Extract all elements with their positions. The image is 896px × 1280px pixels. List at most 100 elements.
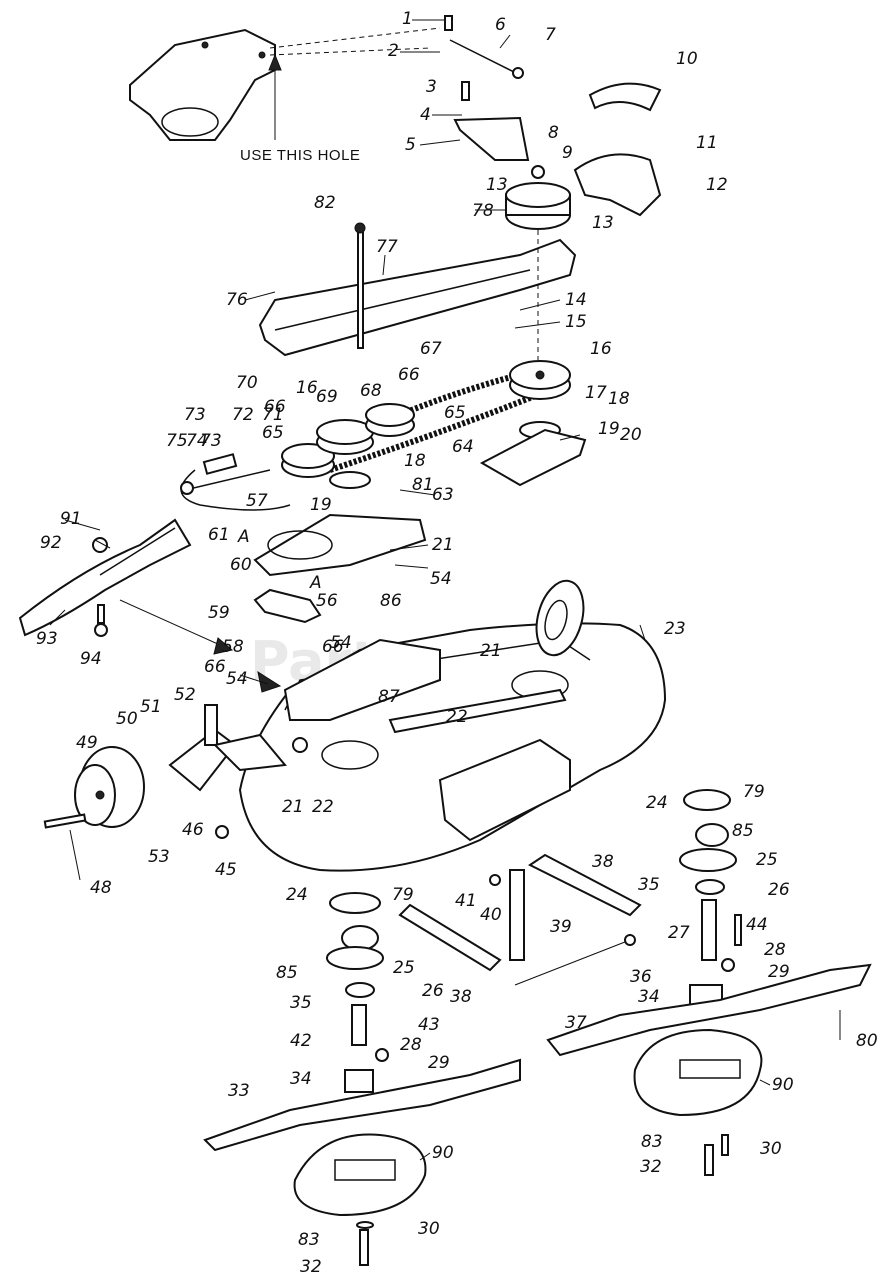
svg-text:75: 75 — [166, 431, 188, 451]
svg-text:87: 87 — [378, 687, 400, 707]
svg-text:35: 35 — [638, 875, 660, 895]
svg-text:90: 90 — [772, 1075, 794, 1095]
svg-text:83: 83 — [298, 1230, 320, 1250]
svg-text:69: 69 — [316, 387, 338, 407]
svg-text:1: 1 — [402, 9, 413, 29]
svg-text:61: 61 — [208, 525, 230, 545]
svg-text:17: 17 — [585, 383, 607, 403]
svg-text:93: 93 — [36, 629, 58, 649]
svg-text:18: 18 — [404, 451, 426, 471]
callout-labels: 1 2 3 4 5 6 7 8 9 10 11 12 13 13 14 15 1… — [36, 9, 878, 1277]
svg-text:5: 5 — [405, 135, 416, 155]
svg-text:35: 35 — [290, 993, 312, 1013]
svg-text:46: 46 — [182, 820, 204, 840]
svg-text:15: 15 — [565, 312, 587, 332]
svg-text:59: 59 — [208, 603, 230, 623]
svg-text:6: 6 — [495, 15, 506, 35]
deck-hanger — [438, 738, 571, 842]
svg-text:33: 33 — [228, 1081, 250, 1101]
svg-text:29: 29 — [768, 962, 790, 982]
svg-text:24: 24 — [286, 885, 308, 905]
svg-text:92: 92 — [40, 533, 62, 553]
center-pulley — [316, 403, 415, 455]
right-blade — [546, 963, 872, 1057]
svg-text:3: 3 — [426, 77, 437, 97]
svg-text:19: 19 — [310, 495, 332, 515]
lift-arm — [509, 869, 525, 961]
svg-text:16: 16 — [590, 339, 612, 359]
svg-text:23: 23 — [664, 619, 686, 639]
svg-text:58: 58 — [222, 637, 244, 657]
svg-text:9: 9 — [562, 143, 573, 163]
svg-text:40: 40 — [480, 905, 502, 925]
lever-bracket — [453, 116, 530, 161]
svg-text:67: 67 — [420, 339, 442, 359]
top-cover — [258, 238, 577, 357]
svg-text:A: A — [237, 527, 250, 547]
svg-text:65: 65 — [444, 403, 466, 423]
svg-text:30: 30 — [418, 1219, 440, 1239]
svg-text:66: 66 — [204, 657, 226, 677]
svg-text:25: 25 — [393, 958, 415, 978]
svg-text:74: 74 — [186, 431, 208, 451]
svg-text:36: 36 — [630, 967, 652, 987]
svg-text:54: 54 — [330, 633, 352, 653]
svg-text:22: 22 — [446, 707, 468, 727]
svg-text:85: 85 — [276, 963, 298, 983]
svg-text:51: 51 — [140, 697, 162, 717]
idler-bracket — [253, 588, 322, 624]
belt-guard — [573, 153, 662, 217]
svg-text:83: 83 — [641, 1132, 663, 1152]
deck-bracket — [283, 638, 441, 721]
svg-text:71: 71 — [262, 405, 284, 425]
right-blade-adapter — [633, 1028, 763, 1117]
mounting-bracket — [129, 28, 276, 141]
svg-text:76: 76 — [226, 290, 248, 310]
svg-text:21: 21 — [282, 797, 304, 817]
left-blade-adapter — [293, 1133, 427, 1217]
svg-text:90: 90 — [432, 1143, 454, 1163]
svg-text:24: 24 — [646, 793, 668, 813]
svg-text:42: 42 — [290, 1031, 312, 1051]
svg-text:63: 63 — [432, 485, 454, 505]
svg-text:65: 65 — [262, 423, 284, 443]
svg-text:34: 34 — [290, 1069, 312, 1089]
svg-text:10: 10 — [676, 49, 698, 69]
spindle-pulley-left — [281, 443, 335, 478]
svg-text:29: 29 — [428, 1053, 450, 1073]
svg-text:73: 73 — [200, 431, 222, 451]
pin — [444, 15, 453, 31]
svg-text:70: 70 — [236, 373, 258, 393]
svg-text:78: 78 — [472, 201, 494, 221]
svg-text:16: 16 — [296, 378, 318, 398]
svg-text:72: 72 — [232, 405, 254, 425]
height-knob — [204, 704, 218, 746]
svg-text:4: 4 — [420, 105, 431, 125]
svg-text:A: A — [309, 573, 322, 593]
svg-text:66: 66 — [322, 637, 344, 657]
svg-text:7: 7 — [545, 25, 556, 45]
svg-text:77: 77 — [376, 237, 398, 257]
svg-text:45: 45 — [215, 860, 237, 880]
idler-arm-plate — [253, 513, 427, 577]
cable — [449, 39, 521, 76]
svg-text:66: 66 — [398, 365, 420, 385]
svg-text:79: 79 — [392, 885, 414, 905]
note-use-this-hole: USE THIS HOLE — [240, 147, 360, 164]
left-blade — [203, 1058, 521, 1152]
svg-text:18: 18 — [608, 389, 630, 409]
svg-text:13: 13 — [592, 213, 614, 233]
belt-guard-strip — [588, 82, 662, 112]
svg-text:20: 20 — [620, 425, 642, 445]
svg-text:73: 73 — [184, 405, 206, 425]
svg-text:8: 8 — [548, 123, 559, 143]
svg-text:38: 38 — [450, 987, 472, 1007]
svg-text:94: 94 — [80, 649, 102, 669]
svg-text:28: 28 — [400, 1035, 422, 1055]
left-spindle — [326, 892, 389, 1093]
svg-text:66: 66 — [264, 397, 286, 417]
svg-text:86: 86 — [380, 591, 402, 611]
svg-text:43: 43 — [418, 1015, 440, 1035]
svg-text:85: 85 — [732, 821, 754, 841]
